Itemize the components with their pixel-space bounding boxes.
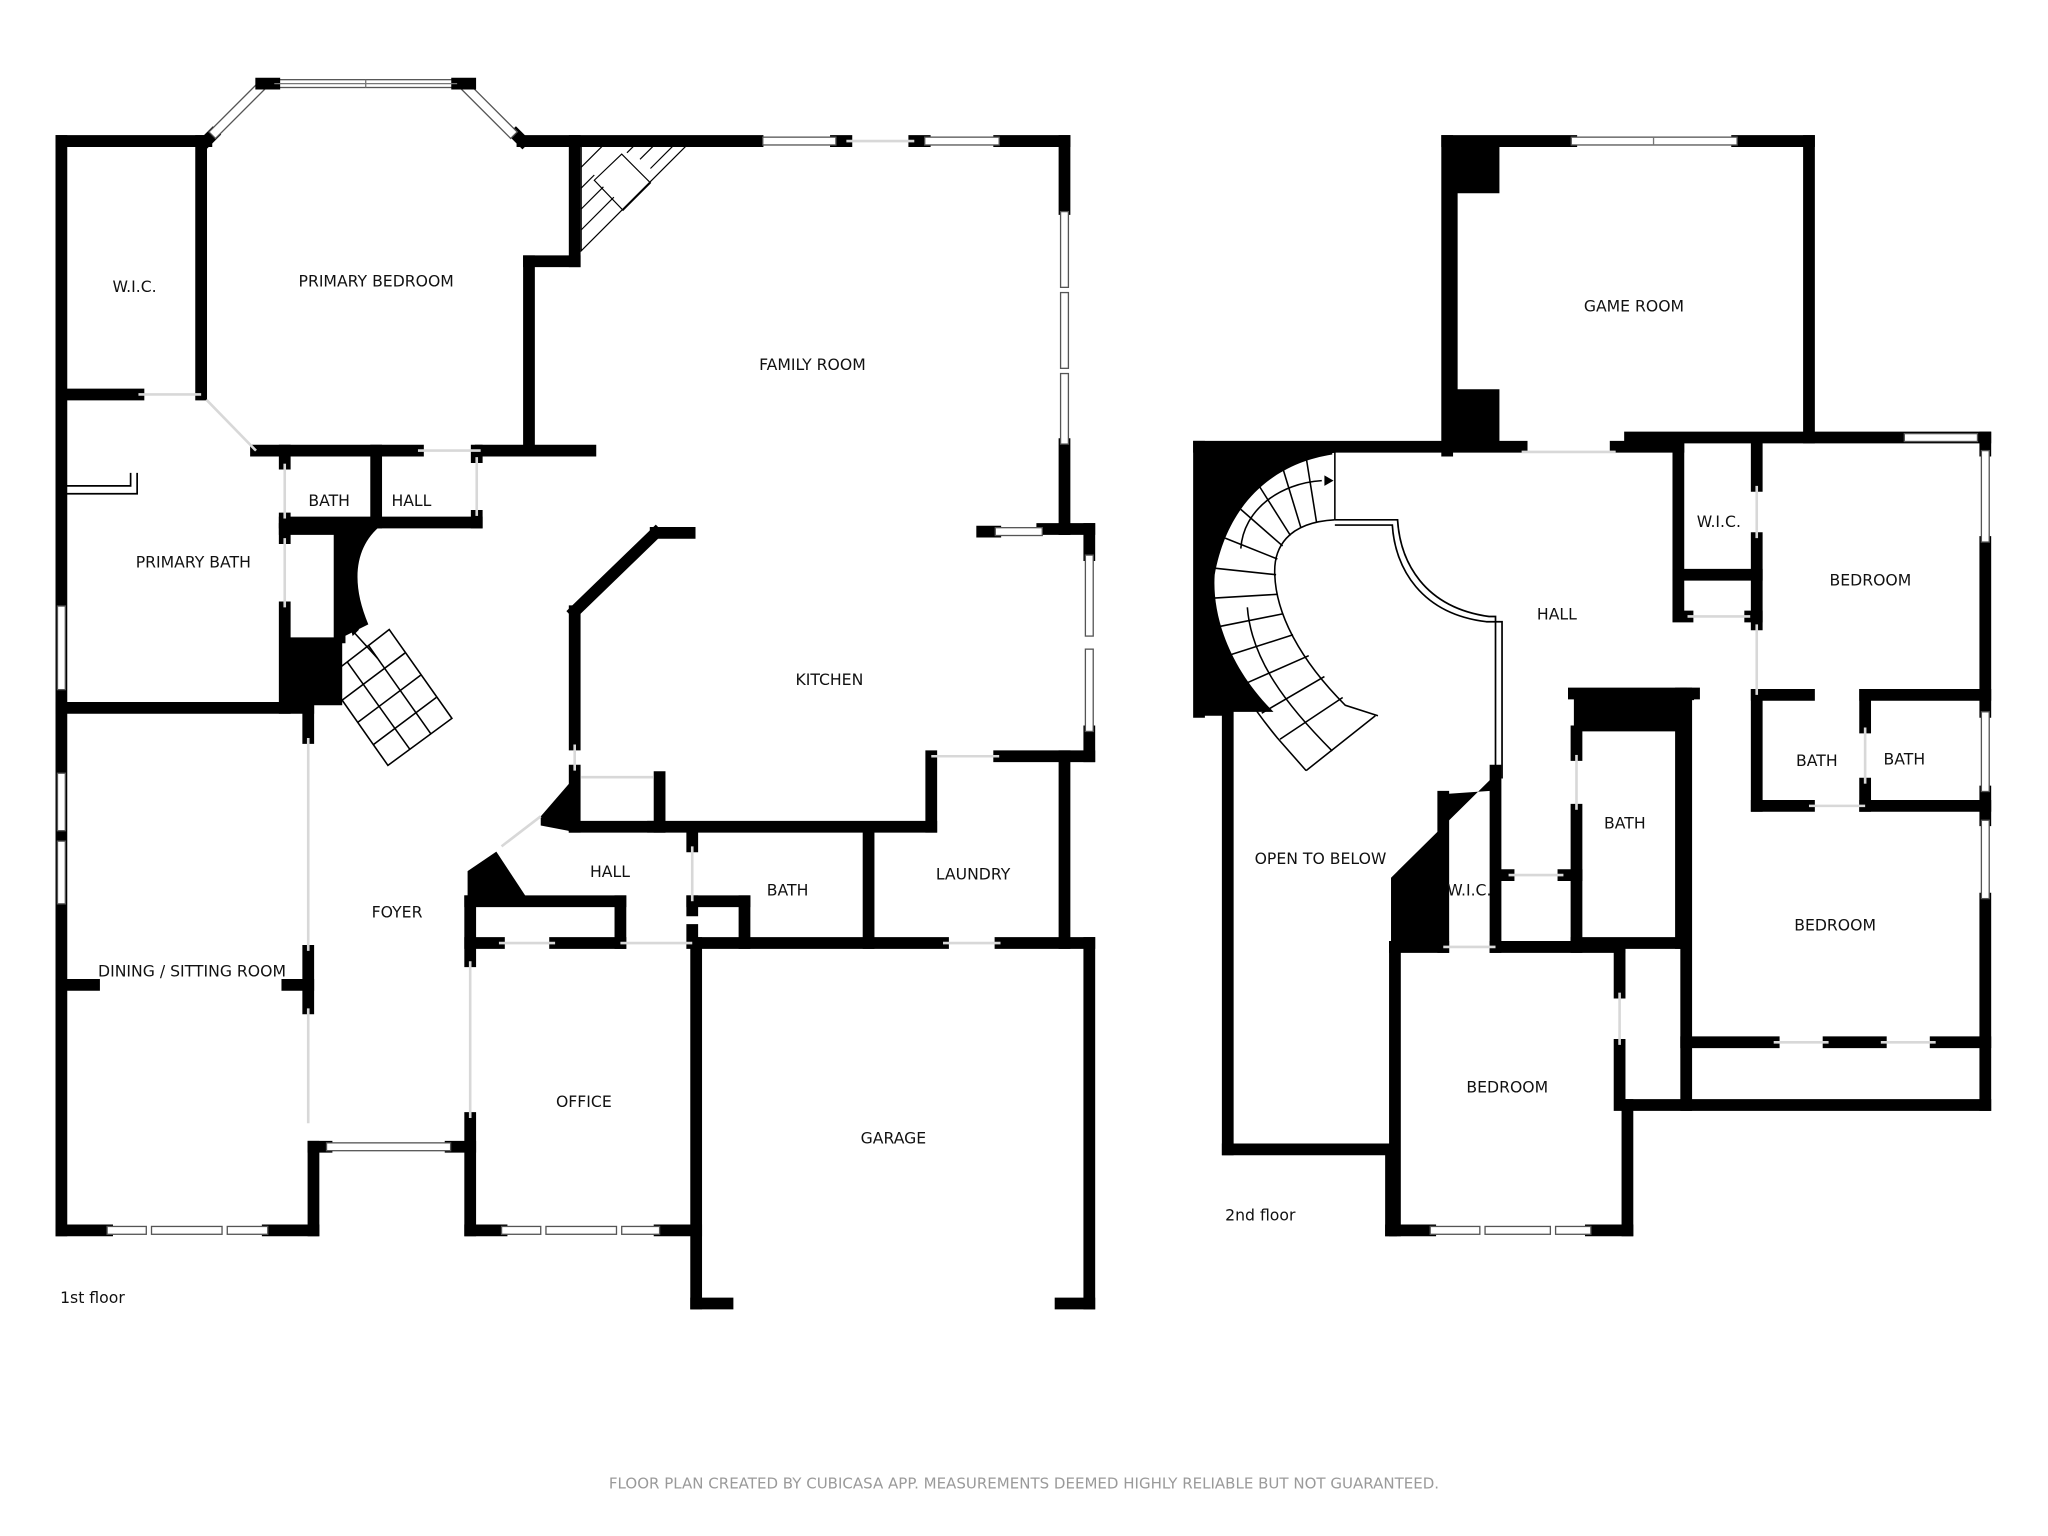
room-label-hall: HALL — [590, 862, 630, 881]
fireplace-icon — [580, 145, 688, 253]
first-floor-walls — [55, 126, 1096, 1310]
room-label-garage: GARAGE — [861, 1128, 927, 1147]
room-label-open-to-below: OPEN TO BELOW — [1255, 849, 1387, 868]
room-label-bath: BATH — [1604, 814, 1646, 833]
room-label-bedroom: BEDROOM — [1466, 1078, 1548, 1097]
room-label-hall: HALL — [1537, 605, 1577, 624]
first-floor-plan: W.I.C. PRIMARY BEDROOM FAMILY ROOM BATH … — [55, 77, 1096, 1310]
room-label-primary-bedroom: PRIMARY BEDROOM — [299, 272, 454, 291]
stair-direction-arrow-icon — [1324, 475, 1334, 486]
first-floor-solid-blocks — [279, 525, 575, 902]
room-label-primary-bath: PRIMARY BATH — [136, 552, 251, 571]
room-label-dining-sitting-room: DINING / SITTING ROOM — [98, 961, 286, 980]
room-label-wic: W.I.C. — [1697, 512, 1741, 531]
second-floor-curved-staircase — [1209, 451, 1503, 784]
room-label-bedroom: BEDROOM — [1830, 571, 1912, 590]
second-floor-solid-blocks — [1196, 135, 1695, 947]
footer-disclaimer: FLOOR PLAN CREATED BY CUBICASA APP. MEAS… — [609, 1474, 1439, 1492]
bathtub-icon — [66, 472, 138, 495]
room-label-foyer: FOYER — [372, 902, 423, 921]
first-floor-staircase — [325, 625, 454, 767]
first-floor-room-labels: W.I.C. PRIMARY BEDROOM FAMILY ROOM BATH … — [60, 272, 1011, 1307]
room-label-bedroom: BEDROOM — [1794, 916, 1876, 935]
first-floor-door-openings — [138, 139, 1001, 1124]
second-floor-plan: GAME ROOM W.I.C. BEDROOM HALL BATH BATH … — [1193, 135, 1992, 1237]
room-label-bath: BATH — [1796, 751, 1838, 770]
room-label-laundry: LAUNDRY — [936, 865, 1011, 884]
second-floor-windows — [1429, 136, 1990, 1235]
room-label-hall: HALL — [391, 491, 431, 510]
room-label-game-room: GAME ROOM — [1584, 296, 1684, 315]
room-label-bath: BATH — [767, 880, 809, 899]
primary-bedroom-bay-window — [208, 77, 519, 140]
room-label-wic: W.I.C. — [112, 277, 156, 296]
second-floor-door-openings — [1443, 450, 1936, 1045]
stair-direction-arrow-icon — [350, 625, 360, 637]
floor-label-1st: 1st floor — [60, 1288, 125, 1307]
room-label-bath: BATH — [308, 491, 350, 510]
room-label-office: OFFICE — [556, 1092, 612, 1111]
room-label-wic: W.I.C. — [1447, 880, 1491, 899]
room-label-family-room: FAMILY ROOM — [759, 355, 866, 374]
floor-label-2nd: 2nd floor — [1225, 1206, 1296, 1225]
second-floor-room-labels: GAME ROOM W.I.C. BEDROOM HALL BATH BATH … — [1225, 296, 1925, 1224]
room-label-bath: BATH — [1884, 750, 1926, 769]
first-floor-windows — [56, 82, 1094, 1235]
room-label-kitchen: KITCHEN — [795, 670, 863, 689]
